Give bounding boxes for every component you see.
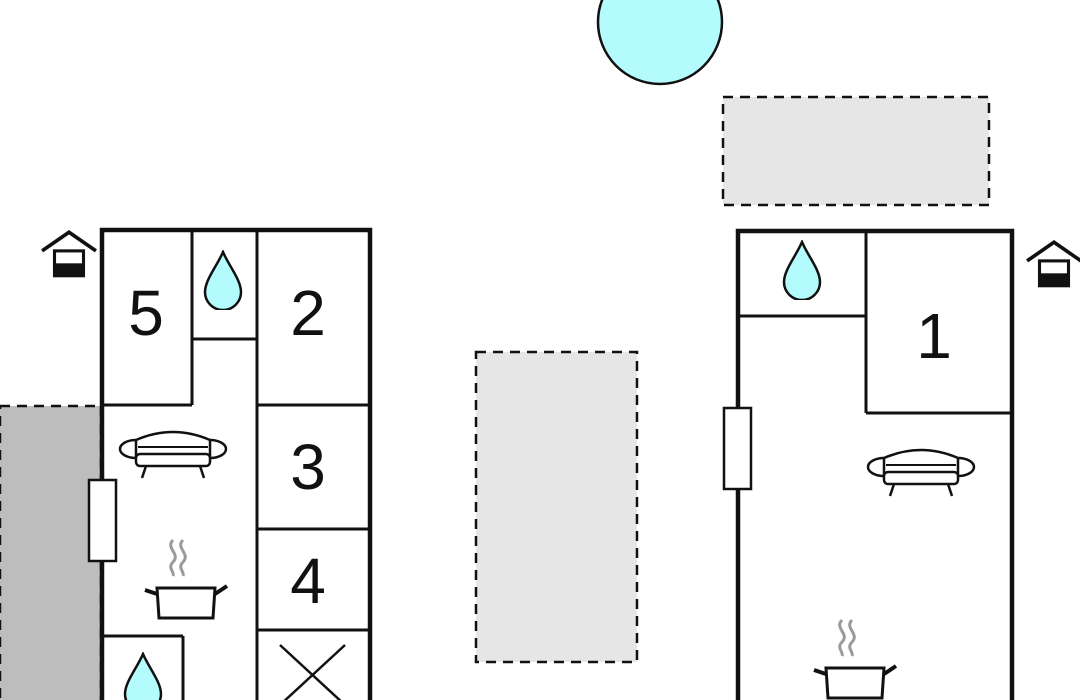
right-house: 1 (722, 228, 1015, 700)
room-label-4: 4 (290, 545, 326, 617)
house-entrance-icon (40, 230, 98, 278)
terrace-left (0, 404, 103, 700)
window-left (87, 478, 118, 563)
window-right (722, 406, 753, 491)
terrace-center (474, 350, 639, 664)
room-label-5: 5 (128, 277, 164, 349)
left-house: 5 2 3 4 (87, 227, 373, 700)
room-label-1: 1 (916, 300, 952, 372)
terrace-top-right (721, 95, 991, 207)
house-entrance-icon (1025, 240, 1080, 288)
room-label-2: 2 (290, 277, 326, 349)
pool-circle (596, 0, 724, 86)
x-box-icon (279, 644, 346, 700)
room-label-3: 3 (290, 431, 326, 503)
